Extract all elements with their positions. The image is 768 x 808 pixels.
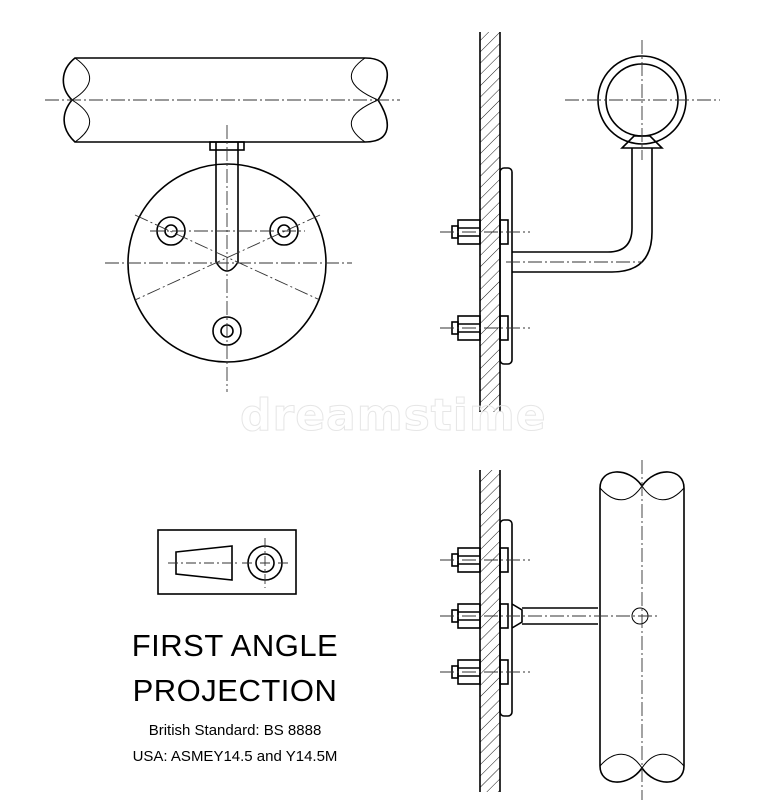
projection-symbol [157,529,297,595]
projection-title-line2: PROJECTION [132,673,338,708]
side-view-centerlines [440,40,720,329]
front-view-centerlines [45,99,400,392]
projection-title-line1: FIRST ANGLE [131,628,339,663]
standard-us: USA: ASMEY14.5 and Y14.5M [132,748,338,765]
truncated-cone-icon [175,545,233,581]
front-view [62,57,389,363]
symbol-frame [157,529,297,595]
top-view-centerlines [440,460,660,800]
top-view [451,470,685,792]
bent-arm [512,148,653,273]
side-view [451,32,687,412]
rail-tube-front [62,57,389,143]
standard-uk: British Standard: BS 8888 [148,722,322,739]
